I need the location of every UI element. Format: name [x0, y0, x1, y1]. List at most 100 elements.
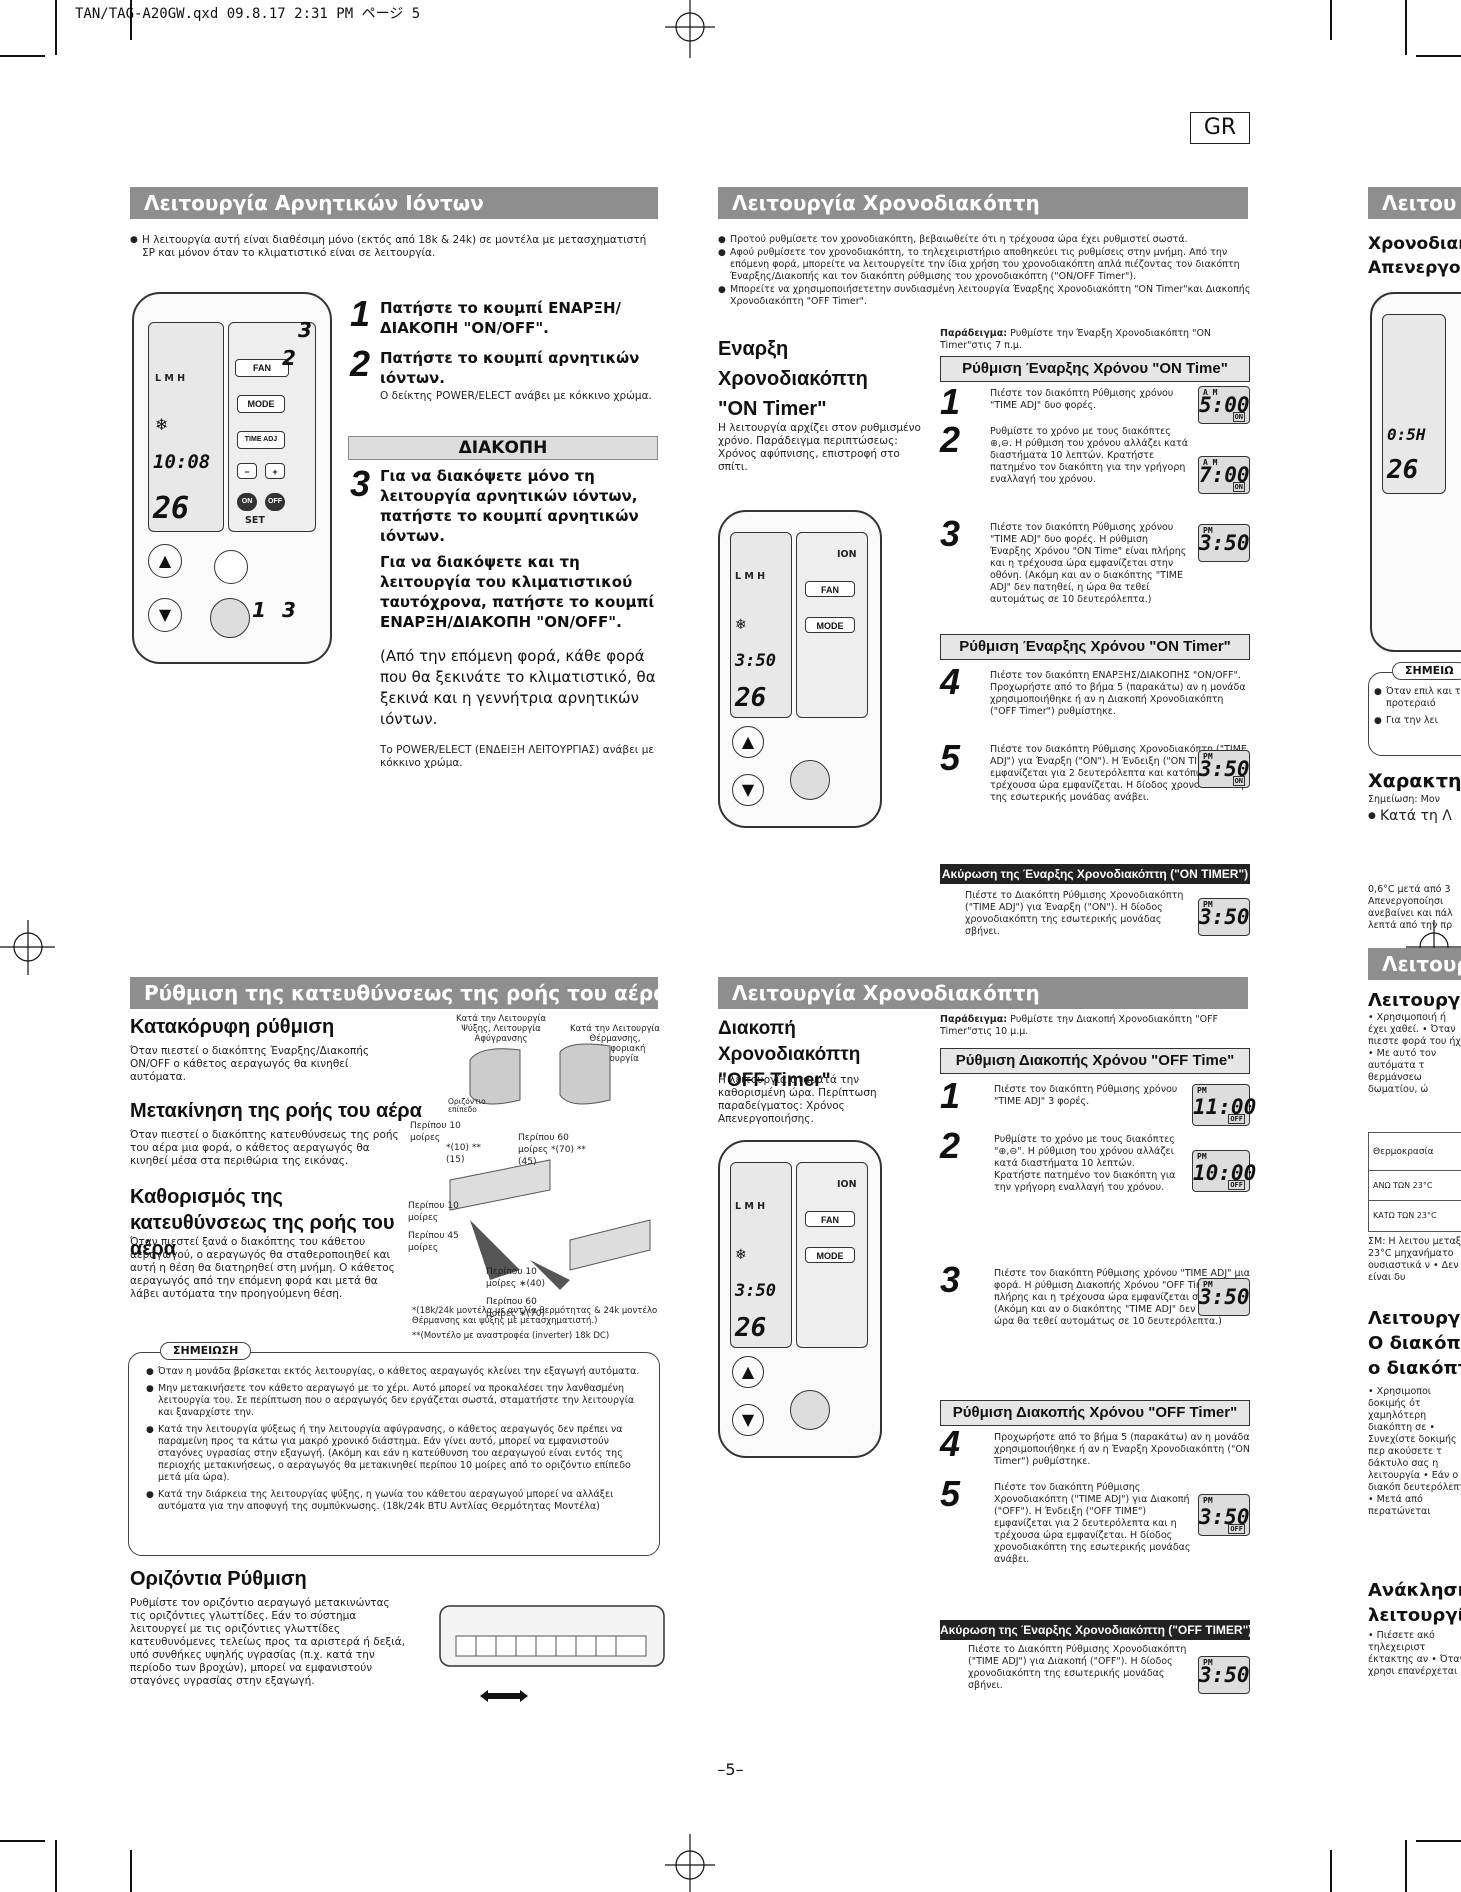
crop-mark	[130, 1850, 132, 1892]
mode-button[interactable]: MODE	[805, 617, 855, 633]
crop-mark	[1416, 55, 1461, 57]
step-number: 4	[940, 1423, 961, 1464]
heating-mode-label: Κατά την Λειτουργία Θέρμανσης, Κυκλοφορι…	[570, 1024, 660, 1064]
stop-heading: ΔΙΑΚΟΠΗ	[348, 436, 658, 460]
angle-60-label: Περίπου 60 μοίρες *(70) **(45)	[518, 1133, 586, 1167]
temp-up-button[interactable]: ▲	[148, 544, 182, 578]
mode-button[interactable]: MODE	[237, 395, 285, 413]
callout-3: 3	[298, 318, 312, 342]
off-timer-example: Παράδειγμα: Ρυθμίστε την Διακοπή Χρονοδι…	[940, 1014, 1218, 1037]
airflow-move-text: Όταν πιεστεί ο διακόπτης κατευθύνσεως τη…	[130, 1129, 399, 1167]
neg-ion-step3c: (Από την επόμενη φορά, κάθε φορά που θα …	[380, 647, 656, 728]
registration-mark	[0, 920, 55, 975]
clipped-recall-text: • Πιέσετε ακό τηλεχειριστ έκτακτης αν • …	[1368, 1630, 1461, 1677]
on-step2: Ρυθμίστε το χρόνο με τους διακόπτες ⊕,⊖.…	[990, 426, 1188, 485]
fan-speed-indicator: L M H	[735, 1201, 766, 1212]
step-number: 3	[940, 1259, 961, 1300]
angle-10-values: *(10) **(15)	[446, 1143, 481, 1165]
display-temperature: 26	[153, 491, 190, 526]
fan-button[interactable]: FAN	[805, 1211, 855, 1227]
clipped-para: 0,6°C μετά από 3 Απενεργοποίησι ανεβαίνε…	[1368, 884, 1453, 931]
clipped-bullet: Κατά τη Λ	[1368, 809, 1452, 828]
off-step2: Ρυθμίστε το χρόνο με τους διακόπτες "⊕,⊖…	[994, 1134, 1176, 1193]
step-number: 1	[350, 293, 371, 334]
clipped-notes: Όταν επιλ και την λε προτεραιόΓια την λε…	[1374, 686, 1461, 732]
horizontal-plane-label: Οριζόντιο επίπεδο	[448, 1097, 486, 1114]
on-step5: Πιέστε τον διακόπτη Ρύθμισης Χρονοδιακόπ…	[990, 744, 1247, 803]
minus-button[interactable]: −	[237, 463, 257, 479]
temp-up-button[interactable]: ▲	[732, 1356, 764, 1388]
clipped-table-row: ΚΑΤΩ ΤΩΝ 23°C	[1373, 1211, 1437, 1220]
crop-mark	[0, 55, 45, 57]
vertical-adjust-text: Όταν πιεστεί ο διακόπτης Έναρξης/Διακοπή…	[130, 1045, 370, 1083]
clipped-func2-text: • Χρησιμοποι δοκιμής ότ χαμηλότερη διακό…	[1368, 1386, 1461, 1517]
angle-60-label-2: Περίπου 60 μοίρες ∗(70)	[486, 1297, 546, 1319]
neg-ion-step1: Πατήστε το κουμπί ΕΝΑΡΞΗ/ΔΙΑΚΟΠΗ "ON/OFF…	[380, 299, 622, 337]
step-number: 4	[940, 661, 961, 702]
fan-button[interactable]: FAN	[805, 581, 855, 597]
remote-control-illustration: L M H ❄ 3:50 26 ION FAN MODE ▲ ▼	[718, 1140, 882, 1458]
remote-display: L M H ❄ 3:50 26	[730, 1162, 792, 1348]
set-label: SET	[245, 515, 265, 526]
display-temperature: 26	[735, 683, 767, 713]
file-header: TAN/TAG-A20GW.qxd 09.8.17 2:31 PM ページ 5	[75, 6, 421, 22]
on-off-button[interactable]	[210, 598, 250, 638]
neg-ion-title: Λειτουργία Αρνητικών Ιόντων	[130, 187, 658, 219]
clipped-heading-char: Χαρακτη	[1368, 770, 1461, 792]
timer-on-button[interactable]: ON	[237, 493, 257, 511]
sleep-button[interactable]	[214, 550, 248, 584]
remote-button-panel: ION FAN MODE	[796, 1162, 868, 1348]
temp-down-button[interactable]: ▼	[148, 598, 182, 632]
vertical-adjust-heading: Κατακόρυφη ρύθμιση	[130, 1016, 335, 1038]
temp-down-button[interactable]: ▼	[732, 774, 764, 806]
cooling-mode-label: Κατά την Λειτουργία Ψύξης, Λειτουργία Αφ…	[456, 1014, 546, 1044]
clipped-title: ΧρονοδιακΑπενεργοπ	[1368, 234, 1461, 278]
crop-mark	[1405, 1840, 1407, 1892]
cancel-off-timer-heading: Ακύρωση της Έναρξης Χρονοδιακόπτη ("OFF …	[940, 1620, 1250, 1640]
crop-mark	[1330, 0, 1332, 40]
display-clock: 3:50	[735, 1281, 776, 1301]
neg-ion-step2: Πατήστε το κουμπί αρνητικών ιόντων.	[380, 349, 640, 387]
airflow-notes: Όταν η μονάδα βρίσκεται εκτός λειτουργία…	[146, 1366, 648, 1518]
cancel-on-timer-heading: Ακύρωση της Έναρξης Χρονοδιακόπτη ("ON T…	[940, 864, 1250, 884]
clipped-after-table: ΣΜ: Η λειτου μεταξύ 23°C μηχανήματο ουσι…	[1368, 1236, 1461, 1283]
step-number: 2	[940, 1125, 961, 1166]
airflow-move-heading: Μετακίνηση της ροής του αέρα	[130, 1100, 422, 1122]
clipped-display-clock: 0:5H	[1387, 425, 1426, 444]
horizontal-adjust-text: Ρυθμίστε τον οριζόντιο αεραγωγό μετακινώ…	[130, 1597, 406, 1687]
note-label: ΣΗΜΕΙΩΣΗ	[160, 1342, 252, 1360]
angle-10-label-3: Περίπου 10 μοίρες ∗(40)	[486, 1267, 546, 1289]
on-step4: Πιέστε τον διακόπτη ΕΝΑΡΞΗΣ/ΔΙΑΚΟΠΗΣ "ON…	[990, 670, 1246, 717]
next-page-clipped-column: Λειτου ΧρονοδιακΑπενεργοπ 0:5H 26 ΣΗΜΕΙΩ…	[1368, 0, 1461, 1892]
timer-off-button[interactable]: OFF	[265, 493, 285, 511]
on-timer-subheading: Ρύθμιση Έναρξης Χρόνου "ON Timer"	[940, 634, 1250, 660]
time-adj-button[interactable]: TIME ADJ	[237, 431, 285, 449]
mode-button[interactable]: MODE	[805, 1247, 855, 1263]
on-step3: Πιέστε τον διακόπτη Ρύθμισης χρόνου "TIM…	[990, 522, 1187, 605]
fan-button[interactable]: FAN	[235, 359, 289, 377]
cancel-on-timer-text: Πιέστε το Διακόπτη Ρύθμισης Χρονοδιακόπτ…	[965, 890, 1184, 937]
ion-label: ION	[837, 1179, 857, 1190]
neg-ion-step3b: Για να διακόψετε και τη λειτουργία του κ…	[380, 553, 655, 631]
temp-down-button[interactable]: ▼	[732, 1404, 764, 1436]
airflow-note-box	[128, 1352, 660, 1556]
timer-bullets: Προτού ρυθμίσετε τον χρονοδιακόπτη, βεβα…	[718, 234, 1253, 309]
timer-on-title: Λειτουργία Χρονοδιακόπτη	[718, 187, 1248, 219]
plus-button[interactable]: +	[265, 463, 285, 479]
crop-mark	[1405, 0, 1407, 55]
clipped-table-row: ΑΝΩ ΤΩΝ 23°C	[1369, 1171, 1461, 1201]
on-off-button[interactable]	[790, 1390, 830, 1430]
step-number: 2	[940, 419, 961, 460]
temp-up-button[interactable]: ▲	[732, 726, 764, 758]
neg-ion-intro: Η λειτουργία αυτή είναι διαθέσιμη μόνο (…	[130, 234, 658, 265]
on-off-button[interactable]	[790, 760, 830, 800]
off-timer-side-title: Διακοπή Χρονοδιακόπτη"OFF Timer"	[718, 1018, 861, 1091]
remote-control-illustration: L M H ❄ 3:50 26 ION FAN MODE ▲ ▼	[718, 510, 882, 828]
airflow-title: Ρύθμιση της κατευθύνσεως της ροής του αέ…	[130, 977, 658, 1009]
language-badge: GR	[1190, 112, 1250, 144]
